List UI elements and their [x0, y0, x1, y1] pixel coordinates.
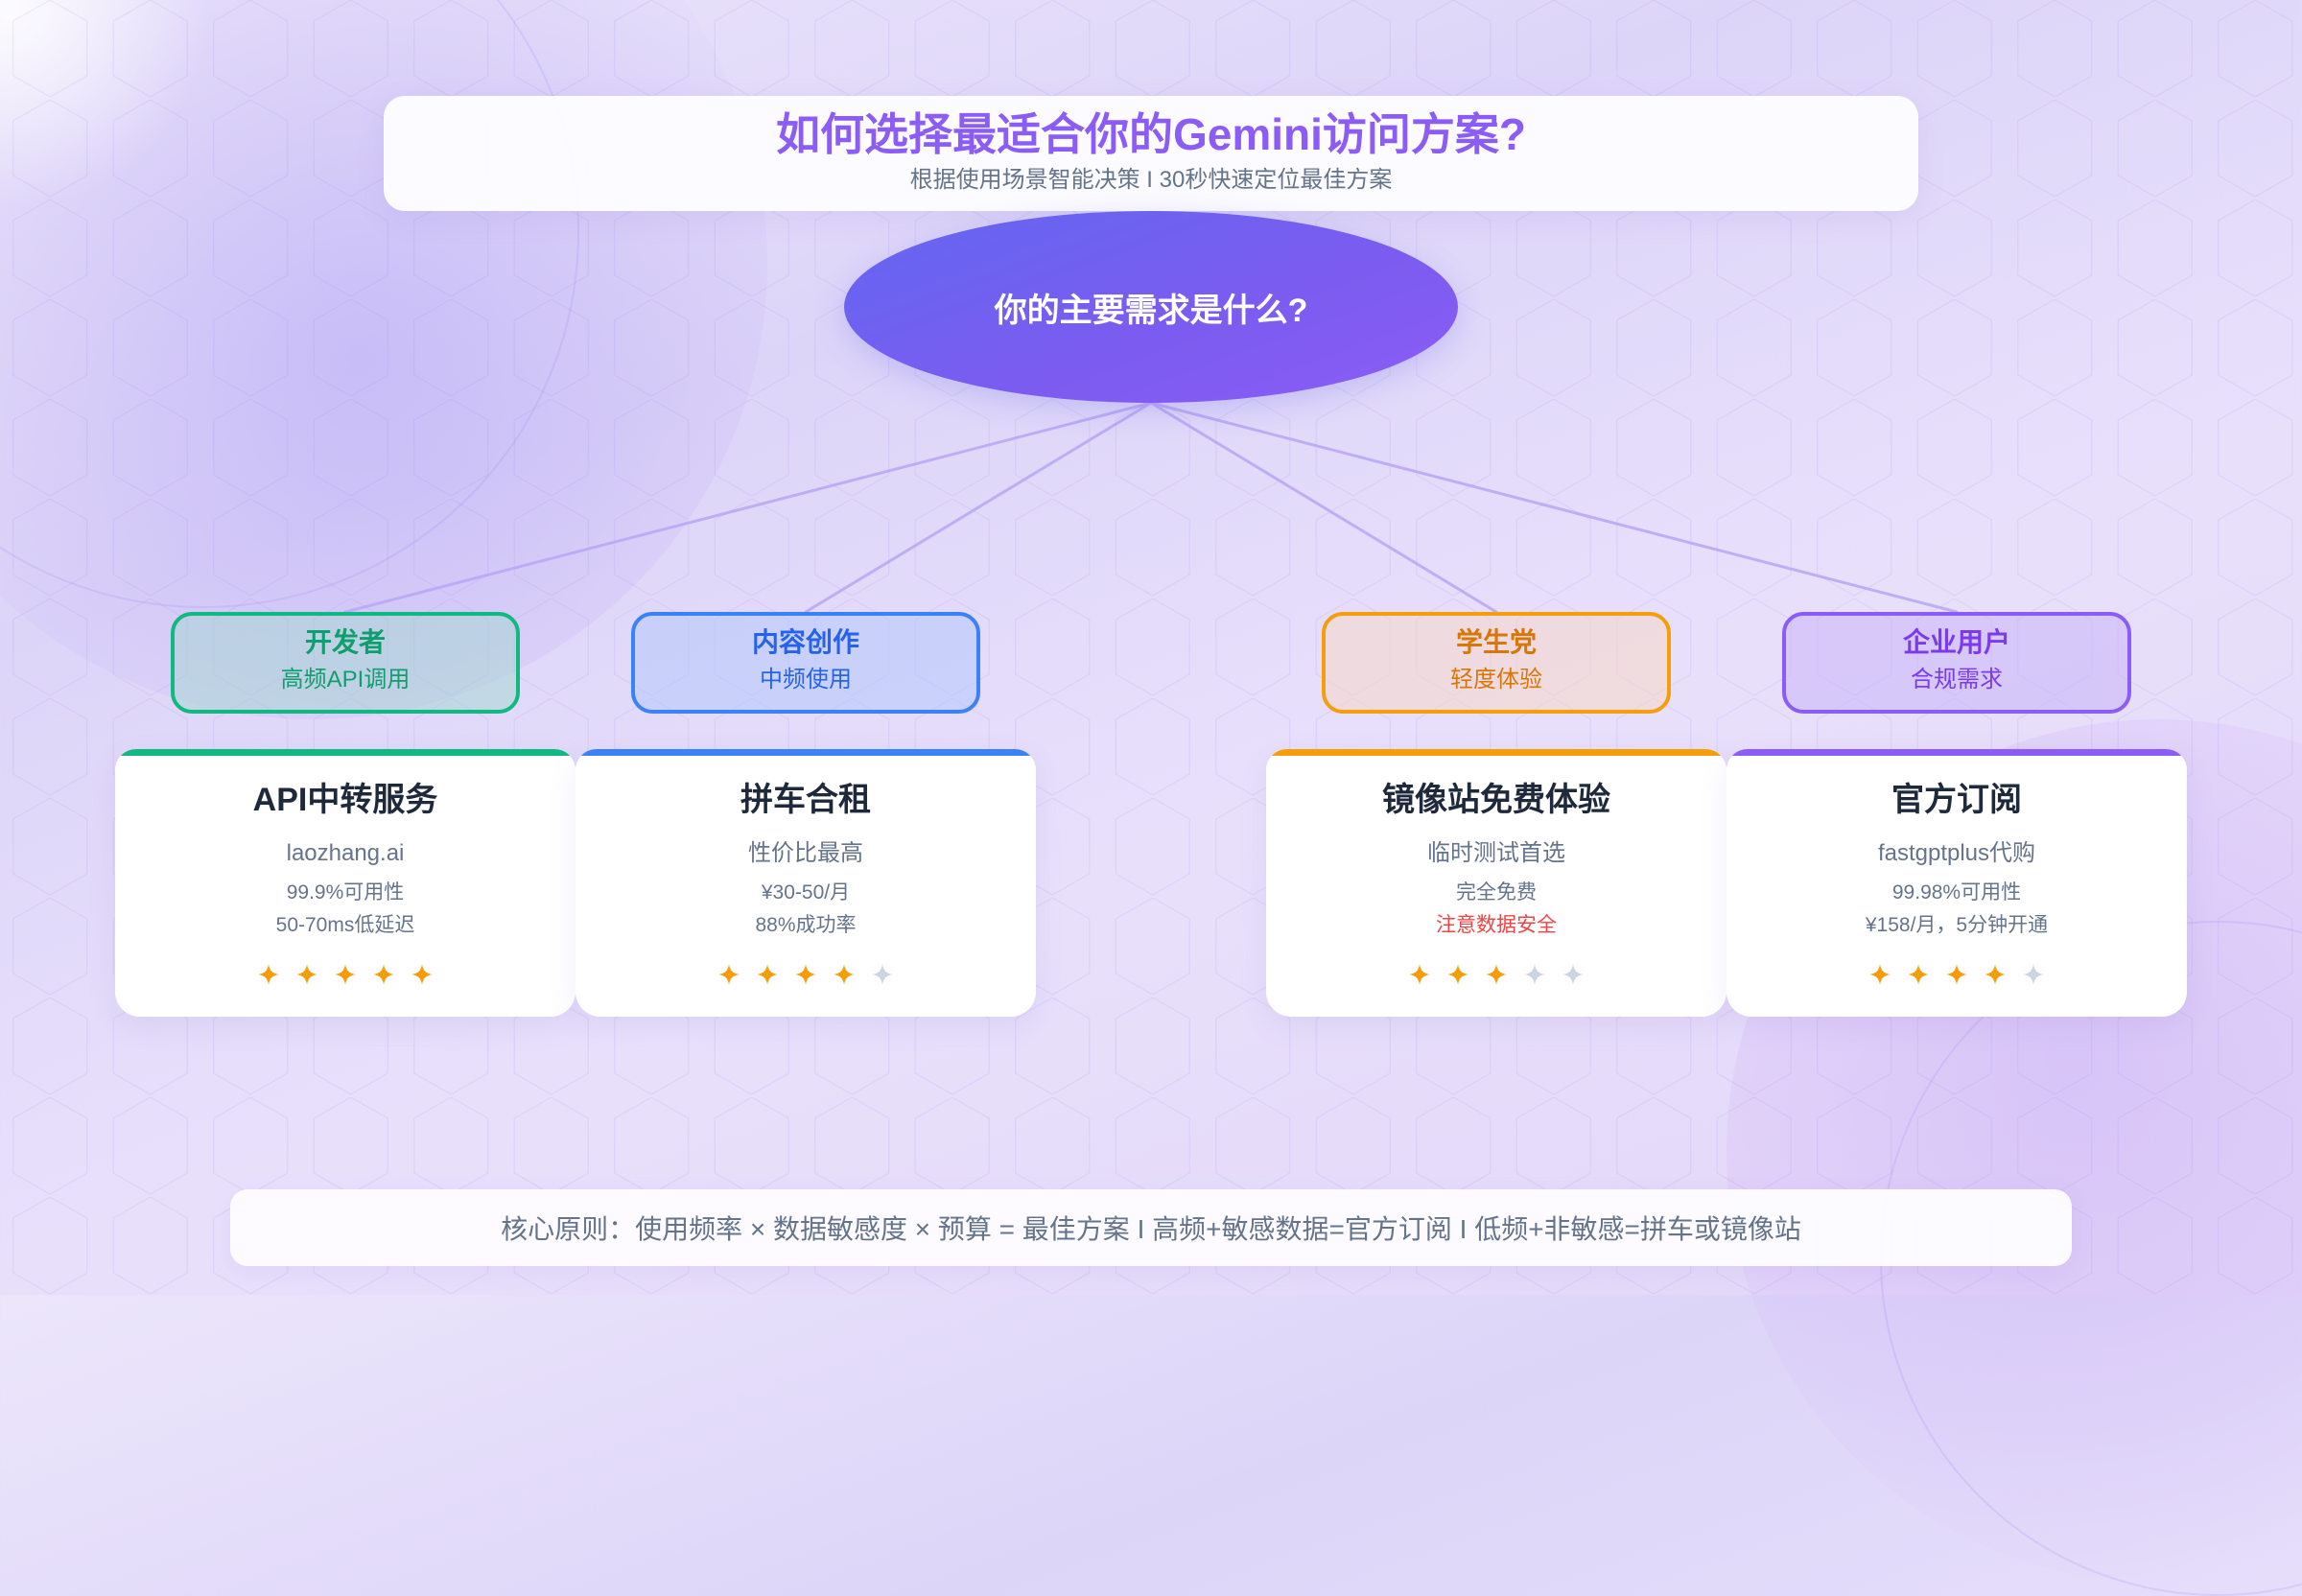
- page-title: 如何选择最适合你的Gemini访问方案?: [775, 109, 1527, 159]
- core-principle-text: 核心原则：使用频率 × 数据敏感度 × 预算 = 最佳方案 I 高频+敏感数据=…: [501, 1214, 1801, 1244]
- star-filled-icon: [1945, 963, 1968, 986]
- solution-card-api-relay: API中转服务 laozhang.ai 99.9%可用性 50-70ms低延迟: [115, 749, 576, 1017]
- star-filled-icon: [334, 963, 357, 986]
- star-filled-icon: [1907, 963, 1930, 986]
- solution-card-carpool: 拼车合租 性价比最高 ¥30-50/月 88%成功率: [576, 749, 1036, 1017]
- card-detail-line: 88%成功率: [755, 914, 857, 936]
- star-filled-icon: [1868, 963, 1891, 986]
- category-title: 学生党: [1455, 627, 1537, 657]
- card-body: 镜像站免费体验 临时测试首选 完全免费 注意数据安全: [1266, 756, 1726, 1017]
- category-title: 开发者: [304, 627, 386, 657]
- card-detail-line: 99.9%可用性: [286, 881, 405, 904]
- solution-card-mirror-site: 镜像站免费体验 临时测试首选 完全免费 注意数据安全: [1266, 749, 1726, 1017]
- star-rating: [115, 963, 576, 986]
- star-filled-icon: [1446, 963, 1469, 986]
- connector-developer: [343, 401, 1153, 614]
- category-enterprise: 企业用户 合规需求: [1782, 612, 2131, 714]
- category-content-creation: 内容创作 中频使用: [631, 612, 980, 714]
- card-title: 镜像站免费体验: [1382, 782, 1610, 818]
- category-title: 内容创作: [751, 627, 859, 657]
- category-subtitle: 合规需求: [1911, 667, 2003, 692]
- card-subtitle: 临时测试首选: [1427, 840, 1565, 866]
- card-accent-bar: [1726, 749, 2187, 756]
- category-subtitle: 高频API调用: [280, 667, 411, 692]
- star-empty-icon: [1523, 963, 1546, 986]
- star-filled-icon: [372, 963, 395, 986]
- card-detail-line: ¥158/月，5分钟开通: [1865, 914, 2049, 936]
- star-rating: [1726, 963, 2187, 986]
- star-filled-icon: [717, 963, 740, 986]
- root-question-label: 你的主要需求是什么?: [994, 292, 1308, 329]
- card-subtitle: 性价比最高: [748, 840, 863, 866]
- category-subtitle: 中频使用: [760, 667, 852, 692]
- connector-content: [804, 401, 1153, 614]
- card-body: 拼车合租 性价比最高 ¥30-50/月 88%成功率: [576, 756, 1036, 1017]
- star-rating: [1266, 963, 1726, 986]
- category-student: 学生党 轻度体验: [1322, 612, 1671, 714]
- card-title: 官方订阅: [1891, 782, 2022, 818]
- star-filled-icon: [1984, 963, 2007, 986]
- card-detail-line: 50-70ms低延迟: [275, 914, 415, 936]
- root-question-node: 你的主要需求是什么?: [844, 211, 1458, 403]
- star-filled-icon: [411, 963, 434, 986]
- category-developer: 开发者 高频API调用: [171, 612, 520, 714]
- star-filled-icon: [257, 963, 280, 986]
- core-principle-banner: 核心原则：使用频率 × 数据敏感度 × 预算 = 最佳方案 I 高频+敏感数据=…: [230, 1189, 2072, 1266]
- card-body: 官方订阅 fastgptplus代购 99.98%可用性 ¥158/月，5分钟开…: [1726, 756, 2187, 1017]
- star-filled-icon: [833, 963, 856, 986]
- star-empty-icon: [2022, 963, 2045, 986]
- card-title: 拼车合租: [740, 782, 871, 818]
- card-title: API中转服务: [252, 782, 438, 818]
- card-body: API中转服务 laozhang.ai 99.9%可用性 50-70ms低延迟: [115, 756, 576, 1017]
- star-empty-icon: [1562, 963, 1585, 986]
- solution-card-official-subscription: 官方订阅 fastgptplus代购 99.98%可用性 ¥158/月，5分钟开…: [1726, 749, 2187, 1017]
- card-detail-line: ¥30-50/月: [761, 881, 851, 904]
- connector-lines: [343, 401, 1959, 614]
- category-title: 企业用户: [1902, 627, 2010, 657]
- star-filled-icon: [1408, 963, 1431, 986]
- star-empty-icon: [871, 963, 894, 986]
- card-subtitle: fastgptplus代购: [1877, 840, 2036, 866]
- card-warning-line: 注意数据安全: [1436, 914, 1557, 936]
- star-filled-icon: [295, 963, 318, 986]
- card-detail-line: 完全免费: [1456, 881, 1537, 904]
- card-accent-bar: [1266, 749, 1726, 756]
- star-filled-icon: [794, 963, 817, 986]
- page-subtitle: 根据使用场景智能决策 I 30秒快速定位最佳方案: [909, 167, 1393, 193]
- category-subtitle: 轻度体验: [1450, 667, 1542, 692]
- card-detail-line: 99.98%可用性: [1891, 881, 2022, 904]
- card-subtitle: laozhang.ai: [286, 840, 405, 866]
- card-accent-bar: [576, 749, 1036, 756]
- star-filled-icon: [1485, 963, 1508, 986]
- connector-student: [1149, 401, 1498, 614]
- title-panel: 如何选择最适合你的Gemini访问方案? 根据使用场景智能决策 I 30秒快速定…: [384, 96, 1918, 211]
- star-filled-icon: [756, 963, 779, 986]
- card-accent-bar: [115, 749, 576, 756]
- star-rating: [576, 963, 1036, 986]
- connector-enterprise: [1149, 401, 1959, 614]
